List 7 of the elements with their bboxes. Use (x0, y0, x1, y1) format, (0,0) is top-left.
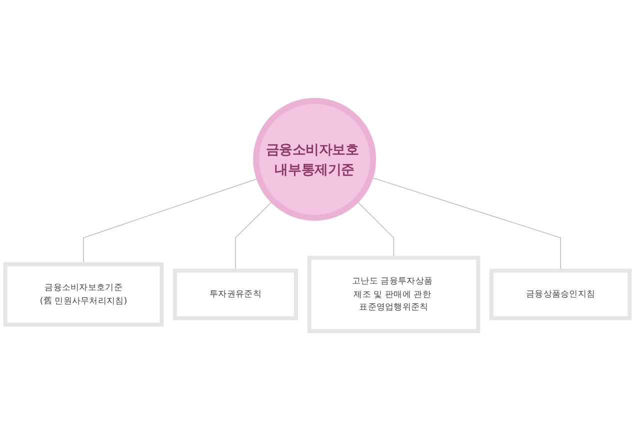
node-box: 고난도 금융투자상품 제조 및 판매에 관한 표준영업행위준칙 (307, 256, 480, 334)
connector (356, 200, 394, 258)
node-box: 투자권유준칙 (173, 268, 298, 320)
node-box: 금융소비자보호기준 (舊 민원사무처리지침) (3, 262, 164, 327)
node-box: 금융상품승인지침 (489, 268, 632, 320)
connector (235, 200, 274, 272)
node-circle: 금융소비자보호 내부통제기준 (253, 98, 376, 221)
